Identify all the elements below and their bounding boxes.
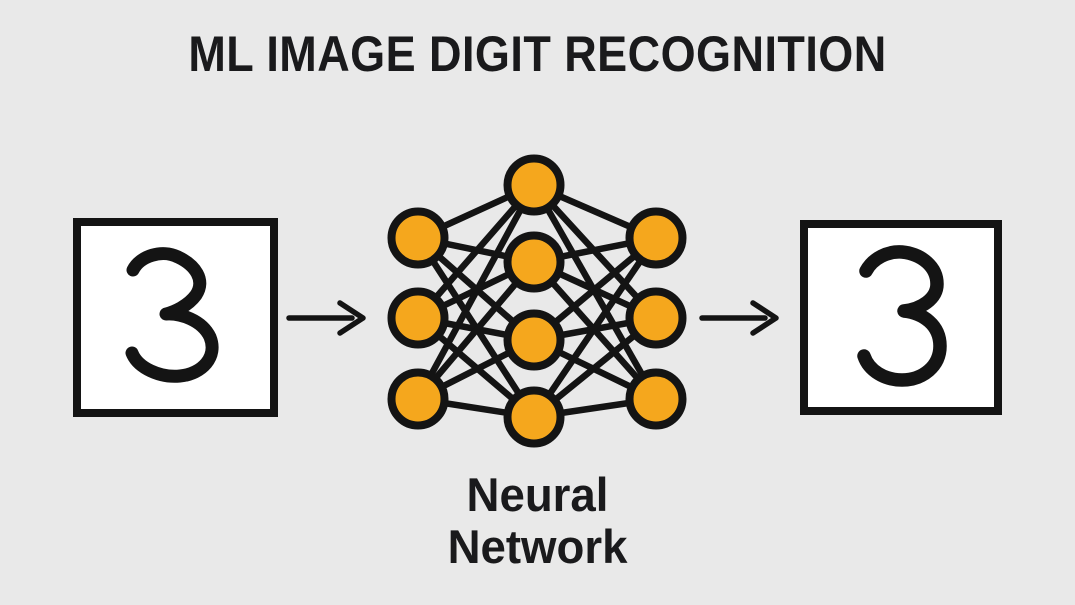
- output-box: [800, 220, 1002, 415]
- network-node: [625, 207, 687, 269]
- page-title: ML IMAGE DIGIT RECOGNITION: [188, 26, 887, 82]
- network-node: [387, 368, 449, 430]
- network-label: Neural Network: [16, 469, 1059, 573]
- network-edge: [415, 183, 537, 401]
- arrow-right-icon: [699, 300, 779, 336]
- network-label-line2: Network: [447, 520, 628, 573]
- network-edge: [531, 236, 659, 419]
- input-digit-glyph: [125, 247, 219, 383]
- output-digit-glyph: [857, 245, 947, 387]
- network-node: [503, 386, 565, 448]
- neural-network: [387, 154, 687, 448]
- network-node: [503, 231, 565, 293]
- network-node: [625, 287, 687, 349]
- network-node: [625, 368, 687, 430]
- network-node: [387, 207, 449, 269]
- network-label-line1: Neural: [466, 468, 609, 521]
- network-node: [503, 309, 565, 371]
- network-node: [387, 287, 449, 349]
- network-node: [503, 154, 565, 216]
- arrow-right-icon: [286, 300, 366, 336]
- input-box: [73, 218, 278, 417]
